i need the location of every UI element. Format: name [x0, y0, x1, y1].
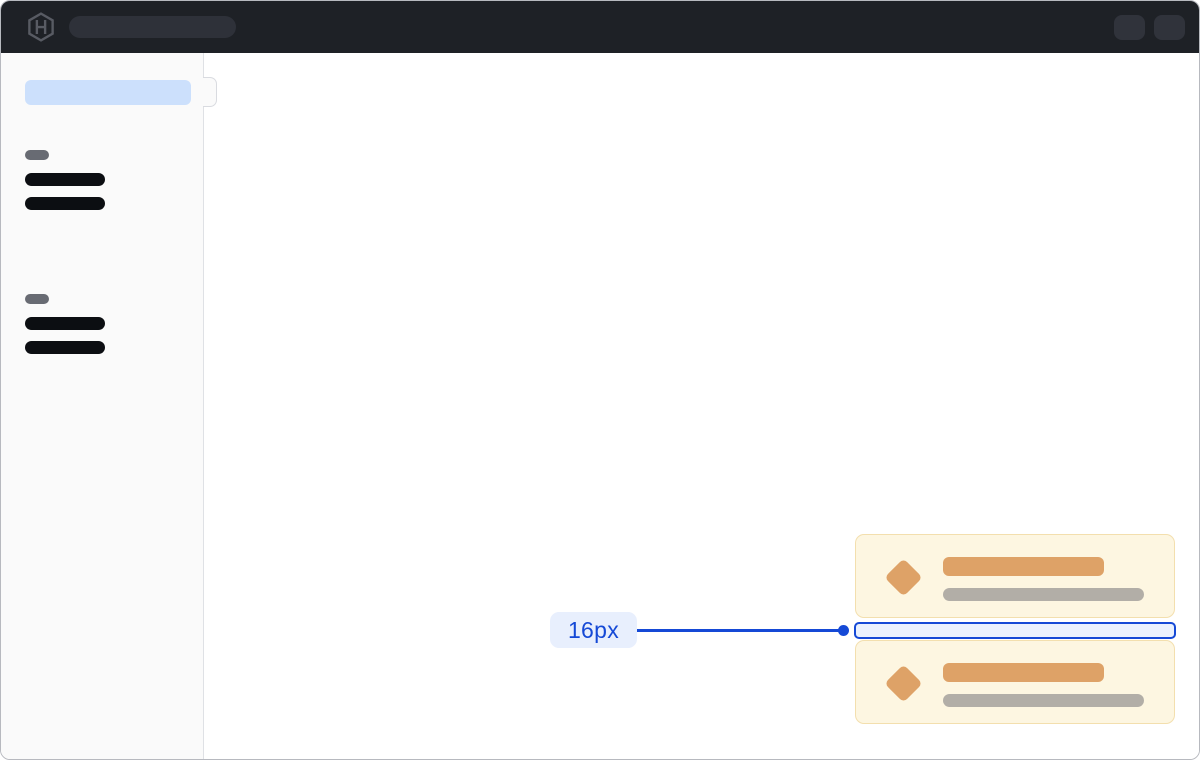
- card-subtitle-placeholder: [943, 694, 1144, 707]
- app-header: [1, 1, 1199, 53]
- list-card[interactable]: [855, 640, 1175, 724]
- sidebar-item-placeholder[interactable]: [25, 341, 105, 354]
- annotation-dot: [838, 625, 849, 636]
- diamond-icon: [884, 664, 923, 703]
- header-action-button[interactable]: [1114, 15, 1145, 40]
- diamond-icon: [884, 558, 923, 597]
- sidebar-item-placeholder[interactable]: [25, 317, 105, 330]
- list-card[interactable]: [855, 534, 1175, 618]
- card-title-placeholder: [943, 663, 1104, 682]
- sidebar-item-placeholder[interactable]: [25, 197, 105, 210]
- sidebar-collapse-toggle[interactable]: [203, 77, 217, 107]
- annotation-connector-line: [637, 629, 841, 632]
- sidebar-section-label-placeholder: [25, 150, 49, 160]
- header-action-button[interactable]: [1154, 15, 1185, 40]
- card-title-placeholder: [943, 557, 1104, 576]
- hashicorp-logo-icon[interactable]: [26, 12, 56, 42]
- sidebar: [1, 53, 204, 759]
- sidebar-section-label-placeholder: [25, 294, 49, 304]
- card-subtitle-placeholder: [943, 588, 1144, 601]
- spacing-measurement-box: [854, 622, 1176, 639]
- sidebar-active-item-placeholder[interactable]: [25, 80, 191, 105]
- header-nav-placeholder[interactable]: [69, 16, 236, 38]
- spacing-annotation-label: 16px: [550, 612, 637, 648]
- sidebar-item-placeholder[interactable]: [25, 173, 105, 186]
